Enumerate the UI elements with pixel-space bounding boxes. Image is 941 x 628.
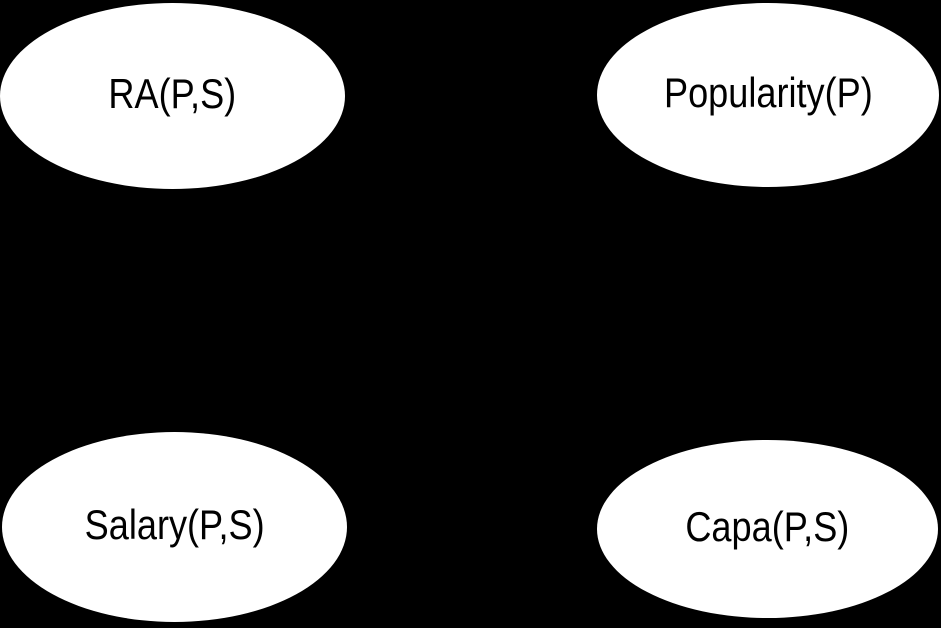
node-salary: Salary(P,S) <box>2 432 347 622</box>
node-capa-label: Capa(P,S) <box>685 503 850 550</box>
node-salary-label: Salary(P,S) <box>84 501 265 548</box>
node-popularity: Popularity(P) <box>597 3 939 187</box>
node-ra-label: RA(P,S) <box>108 70 237 117</box>
node-popularity-label: Popularity(P) <box>663 69 873 116</box>
node-ra: RA(P,S) <box>0 3 345 189</box>
node-capa: Capa(P,S) <box>597 440 938 618</box>
